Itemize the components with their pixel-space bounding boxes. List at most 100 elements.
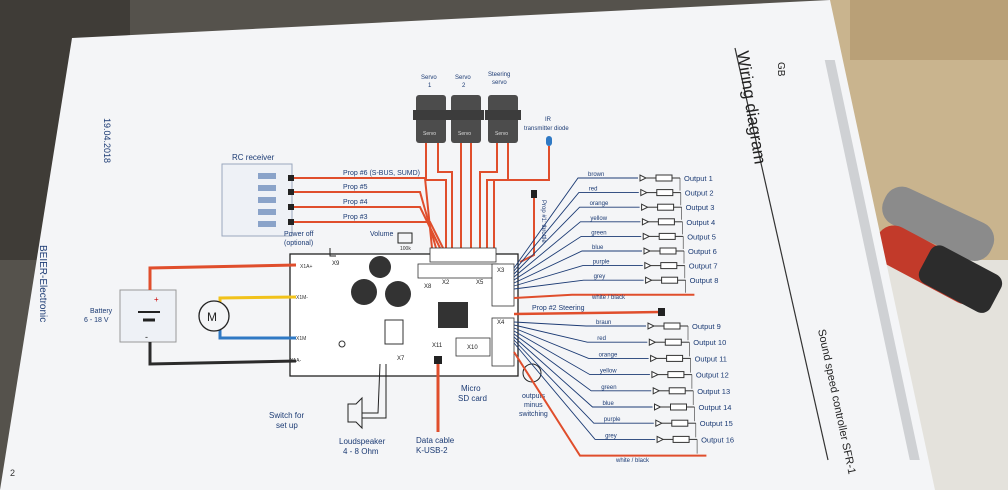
rc-receiver-box xyxy=(221,163,293,237)
wire-color-label: purple xyxy=(604,417,621,423)
power-off-label: Power off xyxy=(284,231,313,238)
minus-switching-label: outputs xyxy=(522,393,545,400)
output-label: Output 10 xyxy=(693,338,726,347)
date-text: 19.04.2018 xyxy=(102,118,112,163)
motor-wire-yellow xyxy=(218,295,297,302)
resistor-icon xyxy=(671,419,689,427)
wire-color-label: orange xyxy=(590,201,609,207)
resistor-icon xyxy=(672,435,690,443)
led-icon xyxy=(645,276,653,285)
board-components xyxy=(351,256,468,345)
common-wire-label-lower: white / black xyxy=(615,458,650,464)
battery-plus-wire xyxy=(148,263,297,290)
wire-color-label: red xyxy=(597,336,606,342)
resistor-icon xyxy=(664,338,682,346)
svg-text:SD card: SD card xyxy=(458,394,487,403)
svg-text:(optional): (optional) xyxy=(284,240,313,247)
svg-text:Servo: Servo xyxy=(423,131,436,137)
servo-steering: Servo xyxy=(485,95,521,143)
svg-text:minus: minus xyxy=(524,402,543,409)
output-label: Output 3 xyxy=(686,203,715,212)
led-icon xyxy=(641,203,649,212)
servo-2-label: Servo xyxy=(455,75,471,81)
connector-x1a: X1A+ xyxy=(300,264,312,270)
resistor-icon xyxy=(659,247,677,255)
svg-text:4 - 8 Ohm: 4 - 8 Ohm xyxy=(343,447,379,456)
svg-text:switching: switching xyxy=(519,411,548,418)
resistor-icon xyxy=(668,387,686,395)
wire-color-label: yellow xyxy=(590,216,607,222)
battery-label: Battery xyxy=(90,308,113,315)
output-label: Output 4 xyxy=(686,218,715,227)
connector-x2: X2 xyxy=(442,280,450,286)
resistor-icon xyxy=(660,262,678,270)
servo-1: Servo xyxy=(413,95,449,143)
output-label: Output 15 xyxy=(700,419,733,428)
wire-color-label: green xyxy=(591,230,606,236)
data-cable-label: Data cable xyxy=(416,436,455,445)
wire-color-label: blue xyxy=(603,401,615,407)
resistor-icon xyxy=(661,276,679,284)
loudspeaker-icon xyxy=(347,396,363,430)
output-label: Output 16 xyxy=(701,435,734,444)
resistor-icon xyxy=(670,403,687,411)
prop6-label: Prop #6 (S-BUS, SUMD) xyxy=(343,170,420,177)
resistor-icon xyxy=(658,232,676,240)
common-wire xyxy=(513,351,707,457)
connector-x1c: X1M xyxy=(296,336,306,342)
servo-wires xyxy=(425,143,550,248)
output-label: Output 6 xyxy=(688,247,717,256)
common-wire-label-upper: white / black xyxy=(591,295,626,301)
output-label: Output 13 xyxy=(697,387,730,396)
prop5-label: Prop #5 xyxy=(343,184,368,191)
output-row: purple Output 15 xyxy=(513,339,733,438)
paper-sheet xyxy=(0,0,935,490)
wire-color-label: red xyxy=(589,187,598,193)
led-icon xyxy=(651,370,660,379)
output-label: Output 7 xyxy=(689,262,718,271)
output-row: blue Output 6 xyxy=(513,245,717,284)
prop-wires xyxy=(292,177,444,249)
lang-code: GB xyxy=(775,62,786,77)
servo-2: Servo xyxy=(448,95,484,143)
ir-label: IR xyxy=(545,117,552,123)
steering-wire xyxy=(513,310,661,316)
svg-text:2: 2 xyxy=(462,83,466,89)
resistor-icon xyxy=(667,371,685,379)
led-icon xyxy=(640,188,648,197)
svg-text:K-USB-2: K-USB-2 xyxy=(416,446,448,455)
output-row: purple Output 7 xyxy=(513,260,718,287)
servo-1-label: Servo xyxy=(421,75,437,81)
connector-x11: X11 xyxy=(432,343,443,349)
resistor-icon xyxy=(657,203,675,211)
svg-text:Servo: Servo xyxy=(458,131,471,137)
rc-receiver-label: RC receiver xyxy=(232,153,275,162)
led-icon xyxy=(644,261,652,270)
motor-symbol xyxy=(198,300,230,332)
wire-color-label: grey xyxy=(605,433,617,439)
wire-color-label: blue xyxy=(592,245,604,251)
connector-x4: X4 xyxy=(497,320,505,326)
led-icon xyxy=(648,338,657,347)
led-icon xyxy=(656,435,665,444)
wire-color-label: brown xyxy=(588,172,604,178)
wire-color-label: purple xyxy=(593,260,610,266)
output-label: Output 5 xyxy=(687,232,716,241)
connector-x7: X7 xyxy=(397,356,405,362)
output-label: Output 9 xyxy=(692,322,721,331)
battery-minus-wire xyxy=(148,342,297,366)
led-icon xyxy=(647,322,656,330)
prop4-label: Prop #4 xyxy=(343,199,368,206)
svg-text:Servo: Servo xyxy=(495,131,508,137)
sd-card-label: Micro xyxy=(461,384,481,393)
led-icon xyxy=(655,419,663,428)
volume-label: Volume xyxy=(370,231,393,238)
connector-x1b: X1M- xyxy=(296,295,308,301)
steering-servo-label: Steering xyxy=(488,72,510,78)
led-icon xyxy=(642,232,651,241)
resistor-icon xyxy=(663,322,681,330)
